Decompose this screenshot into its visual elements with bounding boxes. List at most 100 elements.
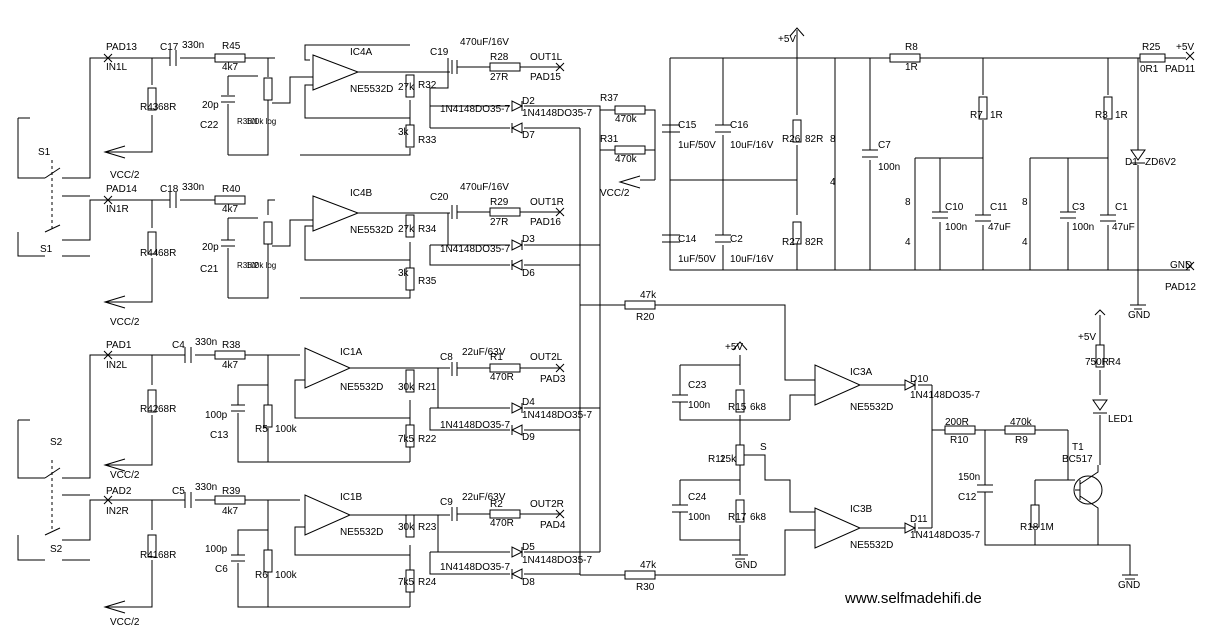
- label-r5: R5: [255, 424, 268, 435]
- label-s1: S1: [38, 147, 51, 158]
- label-c20: C20: [430, 192, 449, 203]
- label-r39: R39: [222, 486, 241, 497]
- label-r24v: 7k5: [398, 577, 415, 588]
- label-in2r: IN2R: [106, 506, 129, 517]
- label-s2: S2: [50, 437, 63, 448]
- label-t1v: BC517: [1062, 454, 1093, 465]
- label-ic1a-type: NE5532D: [340, 382, 383, 393]
- label-pad2: PAD2: [106, 486, 132, 497]
- label-pad16: PAD16: [530, 217, 561, 228]
- label-r42: R42: [140, 404, 159, 415]
- label-r32: R32: [418, 80, 437, 91]
- label-r27: R27: [782, 237, 801, 248]
- label-pad1: PAD1: [106, 340, 132, 351]
- label-out1l: OUT1L: [530, 52, 563, 63]
- label-r40v: 4k7: [222, 204, 239, 215]
- label-r9: R9: [1015, 435, 1028, 446]
- label-r34: R34: [418, 224, 437, 235]
- label-c8: C8: [440, 352, 453, 363]
- label-r25: R25: [1142, 42, 1161, 53]
- label-r37v: 470k: [615, 114, 638, 125]
- label-r29: R29: [490, 197, 509, 208]
- label-r35: R35: [418, 276, 437, 287]
- label-c17v: 330n: [182, 40, 204, 51]
- label-c1: C1: [1115, 202, 1128, 213]
- label-r21: R21: [418, 382, 437, 393]
- label-r15: R15: [728, 402, 747, 413]
- label-out2l: OUT2L: [530, 352, 563, 363]
- label-pin8-c: 8: [1022, 197, 1028, 208]
- label-c5v: 330n: [195, 482, 217, 493]
- label-r1v: 470R: [490, 372, 514, 383]
- label-r33v: 3k: [398, 127, 410, 138]
- label-c22: C22: [200, 120, 219, 131]
- label-pad11: PAD11: [1165, 64, 1196, 75]
- label-r8v: 1R: [905, 62, 918, 73]
- label-d5v: 1N4148DO35-7: [522, 555, 592, 566]
- label-r38v: 4k7: [222, 360, 239, 371]
- pad-crosses: [103, 51, 1195, 519]
- label-c23: C23: [688, 380, 707, 391]
- label-pin-s: S: [760, 442, 767, 453]
- label-t1: T1: [1072, 442, 1084, 453]
- label-r6: R6: [255, 570, 268, 581]
- label-in1r: IN1R: [106, 204, 129, 215]
- label-ic1b-type: NE5532D: [340, 527, 383, 538]
- label-ic4a: IC4A: [350, 47, 373, 58]
- label-ic4b-type: NE5532D: [350, 225, 393, 236]
- label-pin4-c: 4: [1022, 237, 1028, 248]
- label-c15v: 1uF/50V: [678, 140, 716, 151]
- label-c20v: 470uF/16V: [460, 182, 509, 193]
- label-r36v: 100k log: [246, 117, 276, 126]
- label-r36bv: 100k log: [246, 261, 276, 270]
- label-c8v: 22uF/63V: [462, 347, 506, 358]
- label-r9v: 470k: [1010, 417, 1033, 428]
- label-r11: R11: [708, 454, 726, 465]
- label-d8: D8: [522, 577, 535, 588]
- label-pad13: PAD13: [106, 42, 137, 53]
- label-ic3b-type: NE5532D: [850, 540, 893, 551]
- label-p5v-led: +5V: [1078, 332, 1096, 343]
- label-pin4-a: 4: [830, 177, 836, 188]
- label-pin4-b: 4: [905, 237, 911, 248]
- label-c18v: 330n: [182, 182, 204, 193]
- label-r45v: 4k7: [222, 62, 239, 73]
- switch-s1: [17, 57, 108, 257]
- label-r2: R2: [490, 499, 503, 510]
- label-c22v: 20p: [202, 100, 219, 111]
- label-c3v: 100n: [1072, 222, 1094, 233]
- label-r7v: 1R: [990, 110, 1003, 121]
- label-c21: C21: [200, 264, 219, 275]
- label-d4v: 1N4148DO35-7: [522, 410, 592, 421]
- input-stage-2r: [105, 492, 600, 608]
- label-r44: R44: [140, 248, 159, 259]
- label-vcc-mid: VCC/2: [600, 188, 630, 199]
- label-r30: R30: [636, 582, 655, 593]
- input-stage-1r: [105, 192, 600, 303]
- label-c24v: 100n: [688, 512, 710, 523]
- label-r10: R10: [950, 435, 969, 446]
- label-d6: D6: [522, 268, 535, 279]
- label-r35v: 3k: [398, 268, 410, 279]
- label-r38: R38: [222, 340, 241, 351]
- label-r29v: 27R: [490, 217, 508, 228]
- label-c9: C9: [440, 497, 453, 508]
- label-d3: D3: [522, 234, 535, 245]
- label-r34v: 27k: [398, 224, 415, 235]
- label-d10: D10: [910, 374, 929, 385]
- label-c23v: 100n: [688, 400, 710, 411]
- label-ic4b: IC4B: [350, 188, 373, 199]
- label-p5v-top: +5V: [778, 34, 796, 45]
- bus-lines: [579, 105, 815, 580]
- switch-s2: [17, 354, 108, 561]
- label-r36: R36/1: [237, 117, 259, 126]
- label-r1: R1: [490, 352, 503, 363]
- label-ic3a: IC3A: [850, 367, 873, 378]
- label-r40: R40: [222, 184, 241, 195]
- label-r17v: 6k8: [750, 512, 767, 523]
- label-gnd-pad: GND: [1170, 260, 1192, 271]
- label-c5: C5: [172, 486, 185, 497]
- label-r45: R45: [222, 41, 241, 52]
- input-stage-2l: [105, 347, 600, 466]
